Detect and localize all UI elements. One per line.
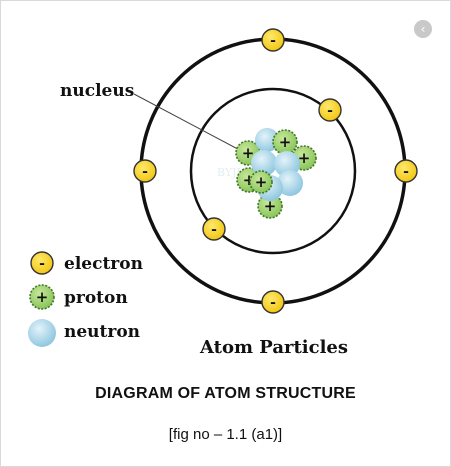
legend-item-electron: - electron: [30, 251, 143, 275]
atom-diagram: nucleus BYJU'S + + + +: [12, 12, 438, 368]
electron: -: [202, 217, 226, 241]
proton-sign: +: [255, 173, 268, 191]
nucleus-label: nucleus: [60, 81, 134, 101]
proton-swatch: [29, 284, 55, 310]
proton-sign: +: [298, 149, 311, 167]
proton: +: [249, 170, 273, 194]
figure-reference: [fig no – 1.1 (a1)]: [168, 426, 283, 443]
electron-sign: -: [403, 164, 409, 180]
proton-sign: +: [242, 144, 255, 162]
electron-sign: -: [142, 164, 148, 180]
electron-sign: -: [270, 295, 276, 311]
legend-item-proton: + proton: [29, 284, 128, 310]
legend-label-proton: proton: [64, 288, 128, 308]
nucleus: + + + +: [235, 128, 317, 219]
nucleus-pointer-line: [133, 93, 250, 156]
electron-swatch: [30, 251, 54, 275]
electron: -: [133, 159, 157, 183]
caption-title: DIAGRAM OF ATOM STRUCTURE: [95, 385, 356, 402]
proton-swatch-sign: +: [36, 288, 49, 306]
diagram-title: Atom Particles: [199, 337, 348, 358]
legend: - electron + proton neutron: [28, 251, 143, 347]
electron: -: [394, 159, 418, 183]
electron-sign: -: [211, 222, 217, 238]
chevron-left-icon[interactable]: ‹: [414, 20, 432, 38]
electron: -: [318, 98, 342, 122]
atom-diagram-svg: nucleus BYJU'S + + + +: [28, 28, 418, 358]
electron-sign: -: [270, 33, 276, 49]
neutron: [277, 170, 303, 196]
legend-label-neutron: neutron: [64, 322, 140, 342]
legend-item-neutron: neutron: [28, 319, 140, 347]
electron: -: [261, 290, 285, 314]
electron-sign: -: [327, 103, 333, 119]
electron-swatch-sign: -: [39, 256, 45, 272]
legend-label-electron: electron: [64, 254, 143, 274]
neutron: [255, 128, 279, 152]
electron: -: [261, 28, 285, 52]
neutron-swatch: [28, 319, 56, 347]
proton-sign: +: [279, 133, 292, 151]
proton: +: [272, 129, 298, 155]
neutron: [251, 150, 277, 176]
proton-sign: +: [264, 197, 277, 215]
inner-orbit: [189, 87, 357, 255]
